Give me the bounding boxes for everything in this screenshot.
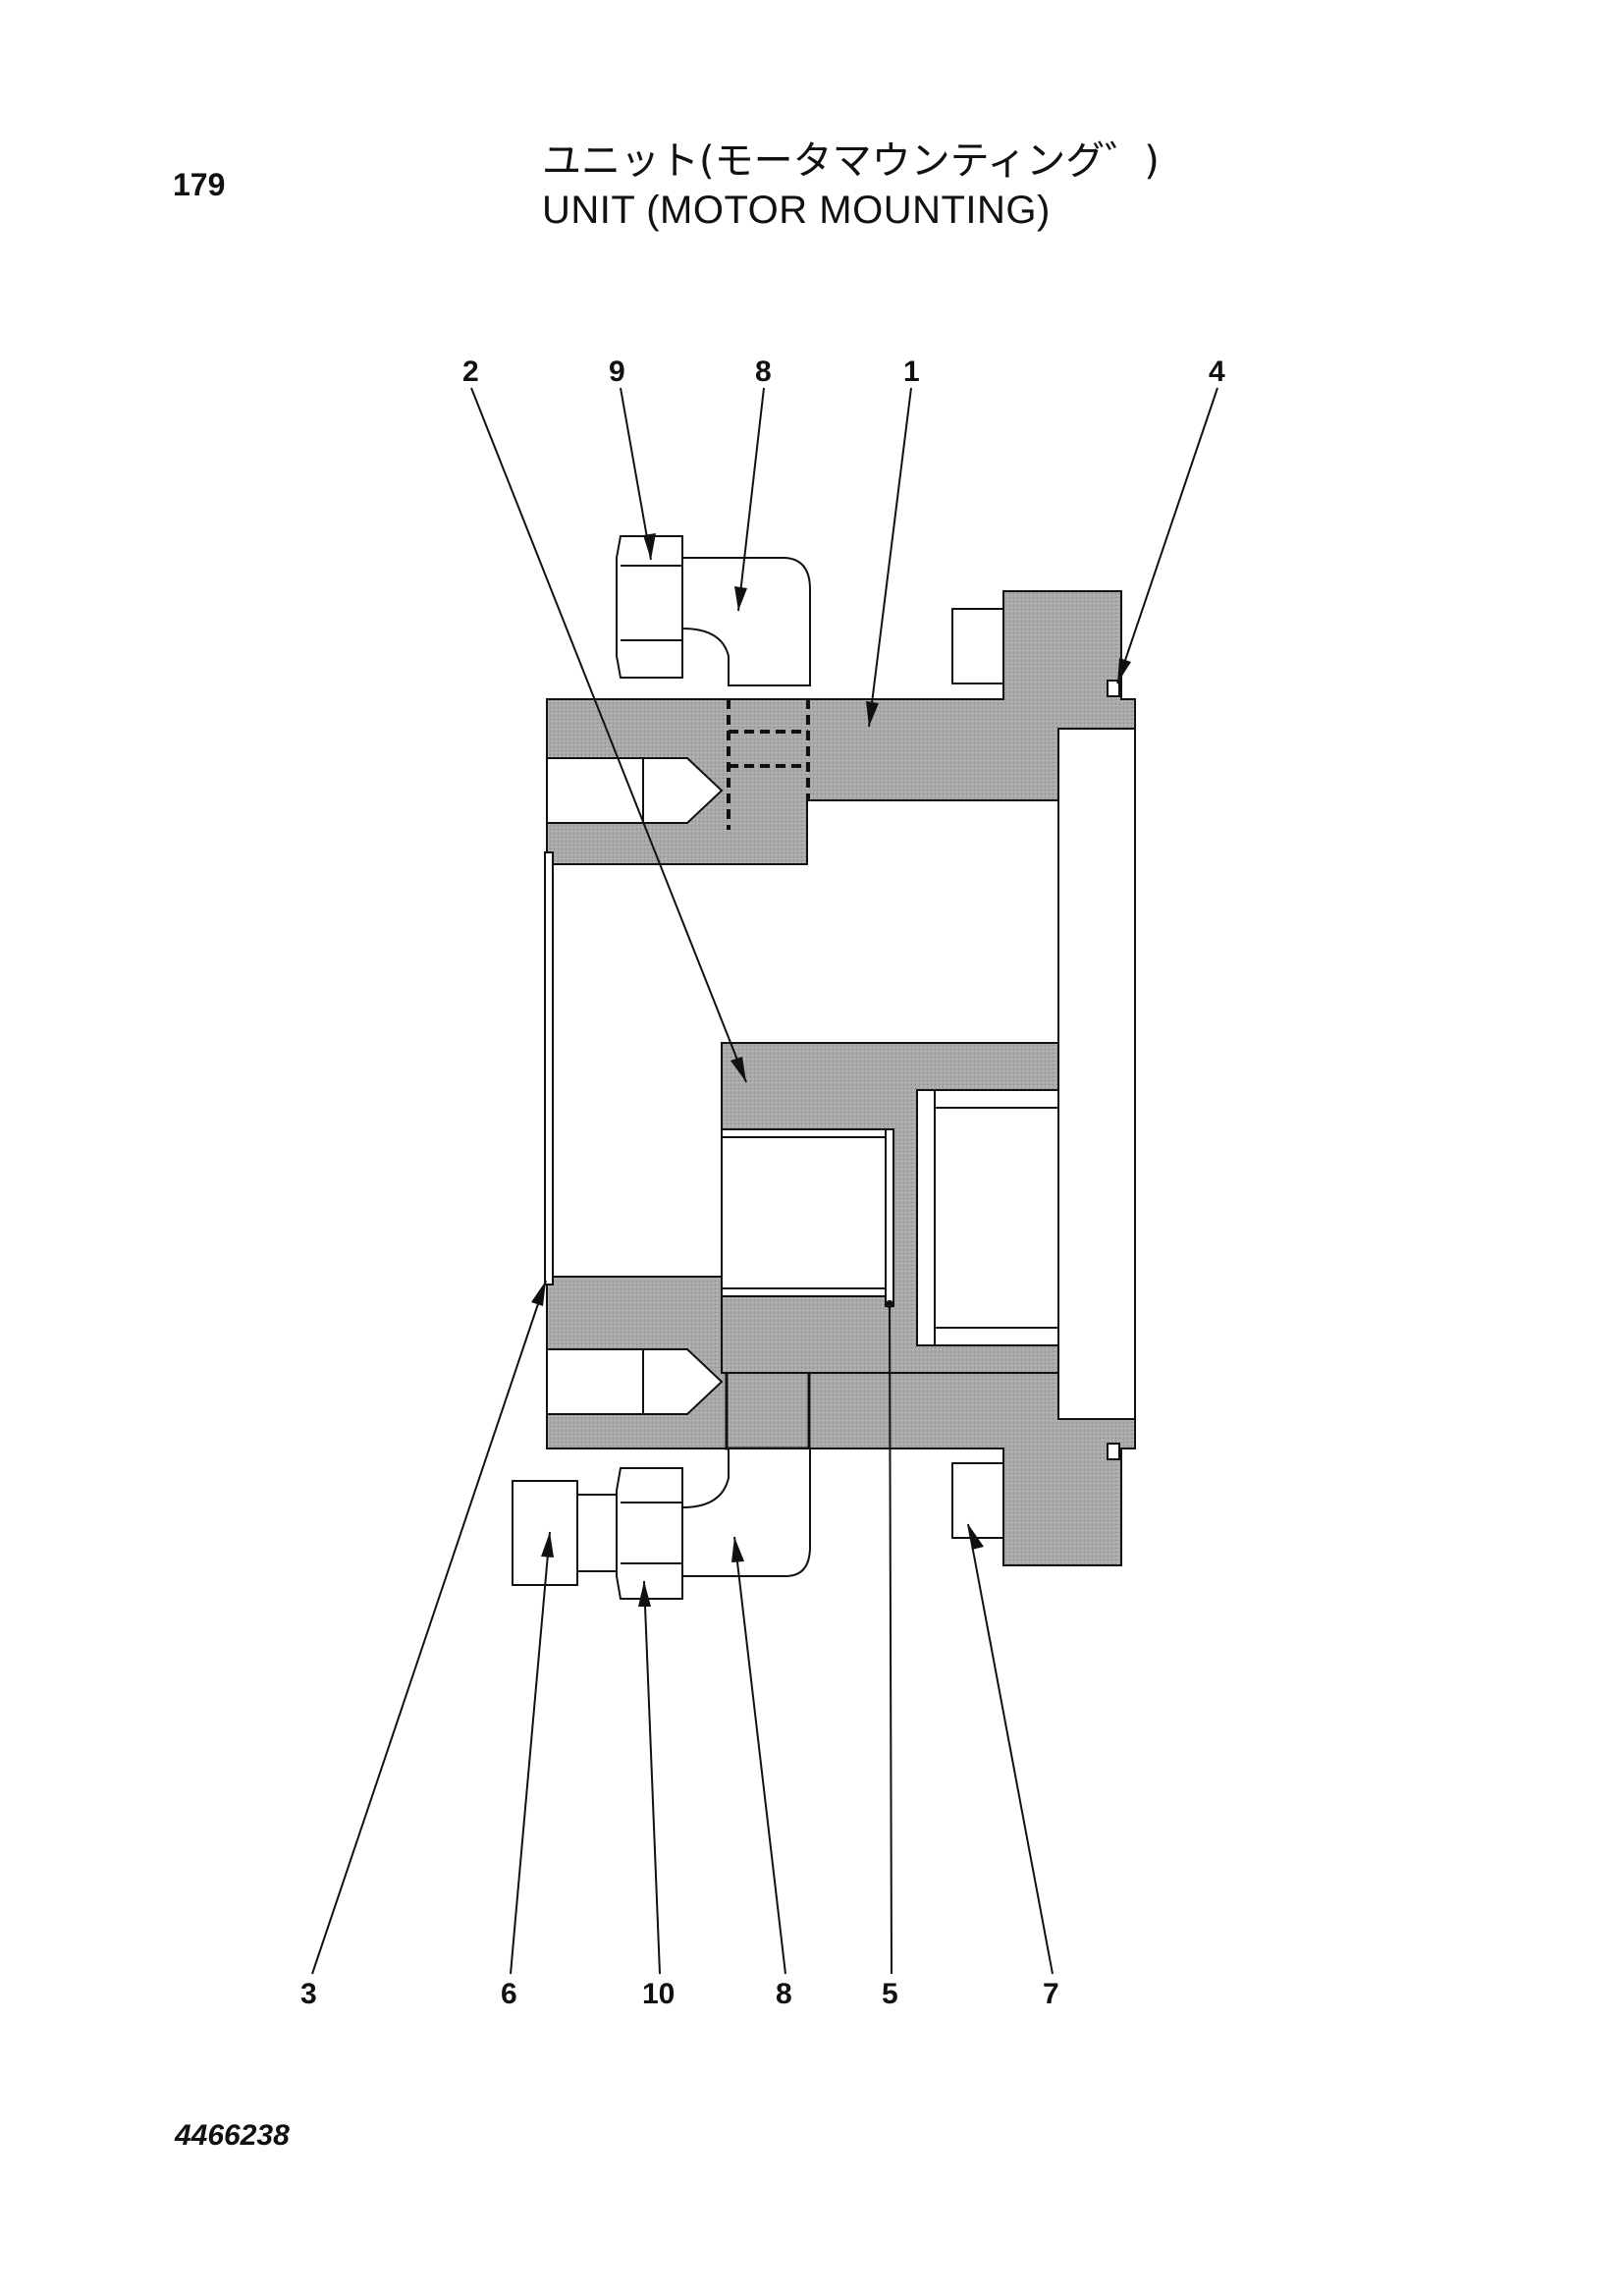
- leader-1: [868, 387, 912, 728]
- title-block: ユニット(モータマウンティング゛) UNIT (MOTOR MOUNTING): [542, 137, 1160, 236]
- page-number: 179: [173, 167, 226, 202]
- arrowhead-1: [866, 701, 879, 727]
- leader-10: [643, 1580, 661, 1975]
- callout-2: 2: [462, 355, 479, 388]
- callout-6: 6: [501, 1978, 517, 2010]
- callout-8-upper: 8: [755, 355, 772, 388]
- plug-lower: [951, 1462, 1004, 1539]
- callout-7: 7: [1043, 1978, 1059, 2010]
- arrowhead-9: [643, 533, 656, 560]
- leader-4: [1116, 387, 1218, 684]
- leader-3: [311, 1280, 547, 1975]
- arrowhead-10: [638, 1581, 651, 1607]
- callout-5: 5: [882, 1978, 898, 2010]
- title-japanese: ユニット(モータマウンティング゛): [542, 138, 1160, 184]
- callout-10: 10: [642, 1978, 675, 2010]
- title-english: UNIT (MOTOR MOUNTING): [542, 189, 1051, 232]
- nut-upper: [616, 535, 683, 679]
- snap-ring: [885, 1128, 894, 1307]
- arrowhead-4: [1117, 658, 1131, 683]
- cap-lower: [512, 1480, 578, 1586]
- coupling-bore: [721, 1128, 892, 1297]
- plug-upper: [951, 608, 1004, 684]
- callout-4: 4: [1209, 355, 1225, 388]
- callout-8-lower: 8: [776, 1978, 792, 2010]
- elbow-fitting-upper: [681, 557, 811, 686]
- arrowhead-7: [968, 1524, 984, 1550]
- bolt-hole-lower: [546, 1348, 724, 1415]
- leader-7: [967, 1523, 1054, 1975]
- callout-9: 9: [609, 355, 625, 388]
- drawing-number: 4466238: [175, 2119, 290, 2152]
- leader-5: [889, 1303, 893, 1975]
- leader-2: [470, 387, 747, 1083]
- snap-ring-dot: [886, 1300, 893, 1308]
- arrowhead-6: [541, 1532, 554, 1558]
- callout-3: 3: [300, 1978, 317, 2010]
- arrowhead-8-upper: [734, 586, 747, 611]
- bolt-hole-upper: [546, 757, 724, 824]
- leader-6: [510, 1531, 551, 1975]
- upper-port-dashed: [727, 699, 810, 830]
- o-ring-lower: [1107, 1443, 1120, 1460]
- arrowhead-3: [531, 1281, 546, 1306]
- elbow-fitting-lower: [681, 1448, 811, 1577]
- coupling-spline: [916, 1089, 1059, 1346]
- nut-lower: [616, 1467, 683, 1600]
- leader-9: [620, 387, 652, 561]
- adapter-lower: [576, 1494, 618, 1572]
- seal-plate: [544, 851, 554, 1285]
- leader-8-lower: [733, 1536, 786, 1975]
- arrowhead-2: [730, 1057, 746, 1082]
- leader-8-upper: [737, 387, 765, 612]
- callout-1: 1: [903, 355, 920, 388]
- arrowhead-8-lower: [731, 1537, 744, 1562]
- o-ring-upper: [1107, 680, 1120, 697]
- flange-face: [1057, 728, 1136, 1420]
